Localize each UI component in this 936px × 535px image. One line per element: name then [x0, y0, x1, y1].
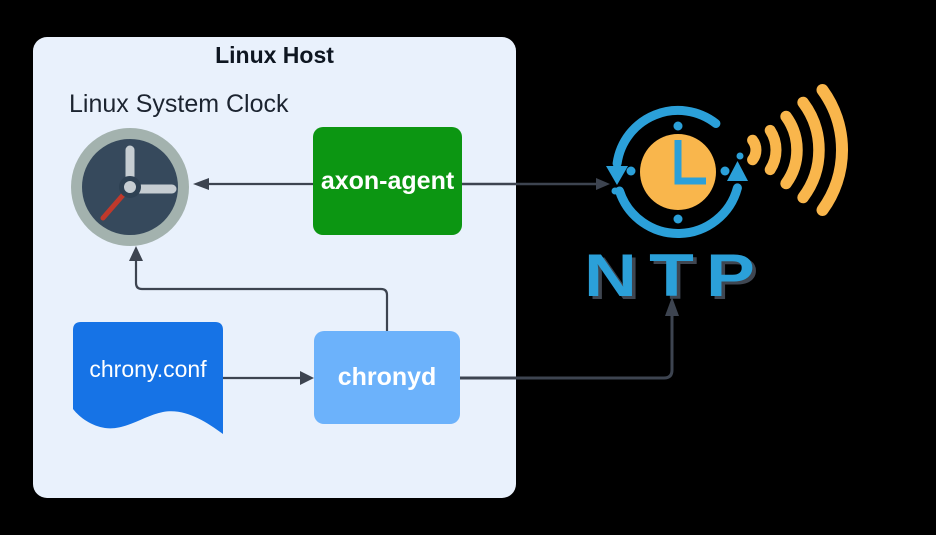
chronyd-label: chronyd	[337, 363, 437, 391]
signal-waves-icon	[747, 84, 849, 216]
clock-icon	[71, 128, 189, 246]
sync-arc-top	[612, 105, 721, 168]
ntp-logo-icon	[606, 105, 748, 238]
linux-host-title: Linux Host	[215, 42, 334, 68]
edge-axon-to-clock	[193, 178, 316, 190]
sync-arc-bottom	[615, 183, 742, 238]
edge-chronyd-to-clock	[129, 246, 389, 331]
edge-chronyd-to-ntp	[460, 297, 679, 380]
axon-agent-label: axon-agent	[320, 166, 455, 195]
ntp-clock-hands	[674, 140, 706, 185]
node-axon-agent: axon-agent	[313, 127, 462, 235]
ntp-wordmark: NTP	[584, 242, 767, 309]
clock-hub	[119, 176, 141, 198]
edge-conf-to-chronyd	[223, 371, 314, 385]
chrony-conf-label: chrony.conf	[89, 356, 207, 382]
system-clock-label: Linux System Clock	[69, 90, 289, 118]
edge-axon-to-ntp	[462, 178, 610, 190]
sync-arrowhead-left	[606, 166, 628, 185]
node-chronyd: chronyd	[314, 331, 460, 424]
sync-arrowhead-right	[727, 161, 748, 181]
connector-arrows	[129, 178, 679, 385]
document-icon	[73, 322, 223, 434]
